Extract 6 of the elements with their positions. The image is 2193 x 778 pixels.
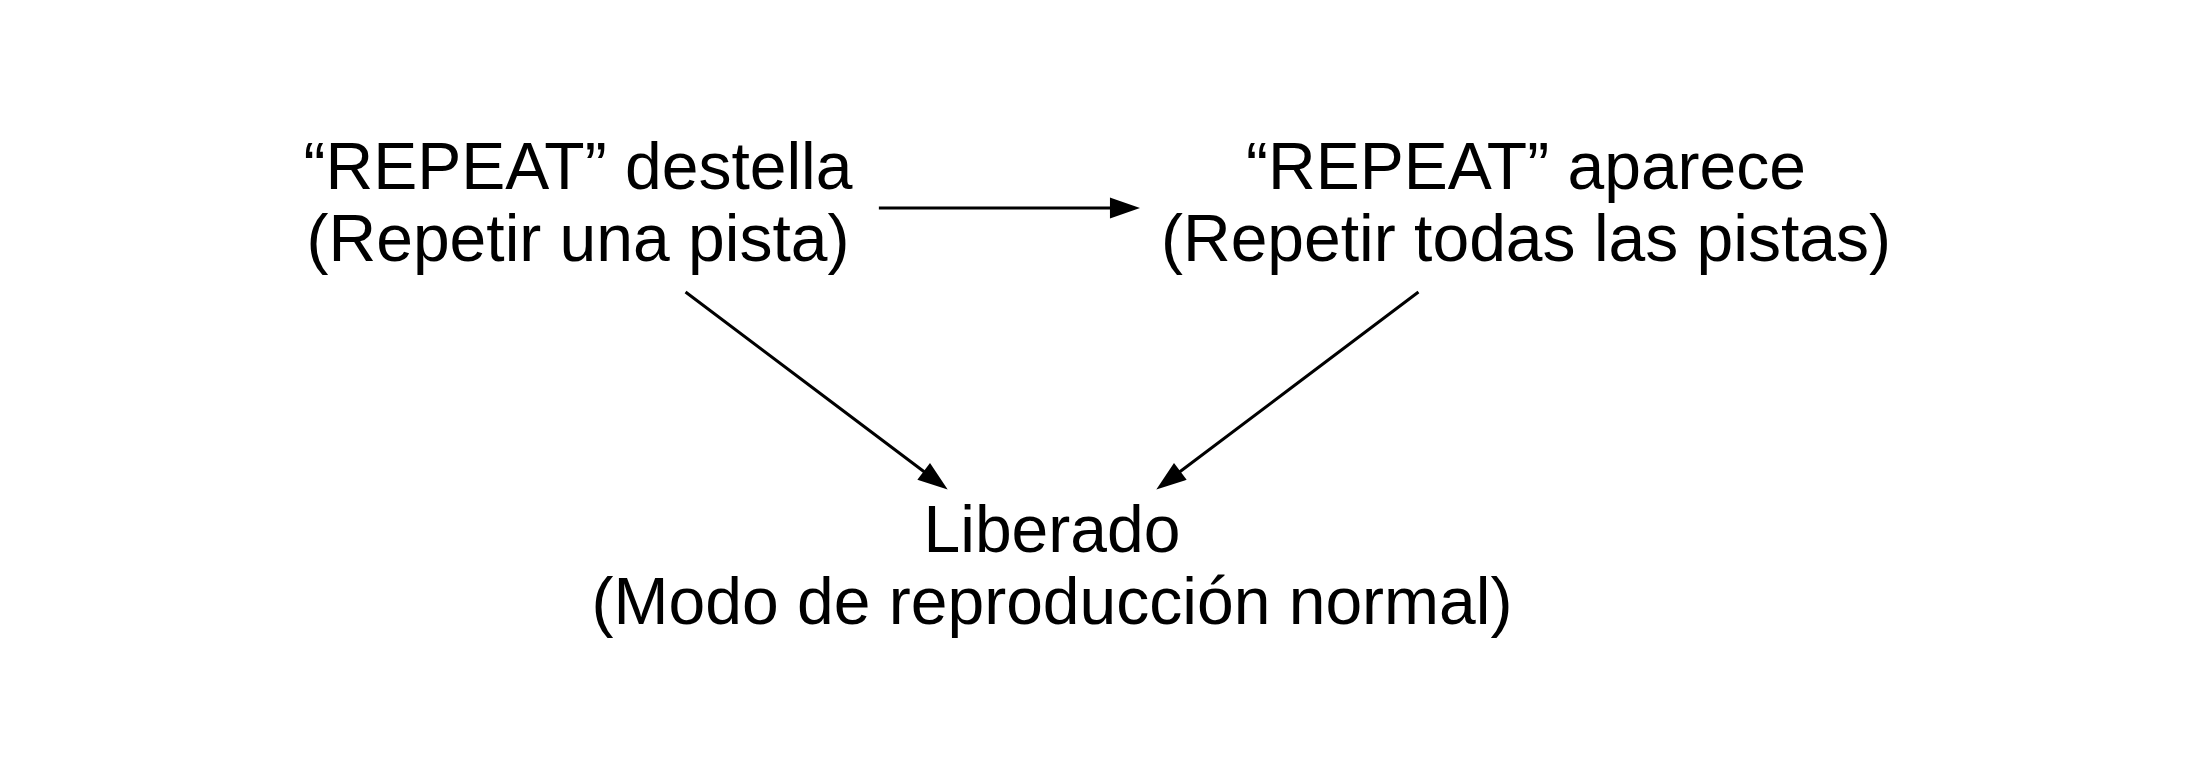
arrow bbox=[684, 290, 948, 489]
node-text: Liberado (Modo de reproducción normal) bbox=[591, 491, 1512, 638]
node-text: “REPEAT” destella (Repetir una pista) bbox=[303, 128, 852, 275]
node-text: “REPEAT” aparece (Repetir todas las pistas) bbox=[1160, 128, 1891, 275]
arrow bbox=[1155, 290, 1419, 489]
arrow bbox=[878, 197, 1140, 218]
